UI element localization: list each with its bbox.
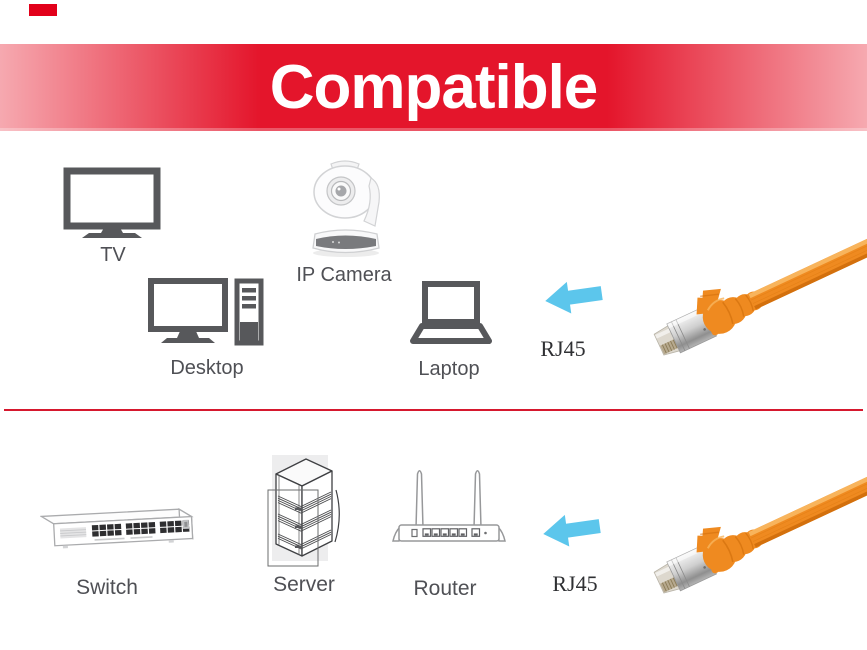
switch-icon [40, 508, 194, 549]
server-icon [267, 455, 340, 567]
arrow-left-icon [543, 514, 601, 547]
connector-label-rj45-top: RJ45 [540, 336, 586, 361]
connector-label-rj45-bottom: RJ45 [552, 571, 598, 596]
device-label-desktop: Desktop [170, 357, 244, 379]
device-label-router: Router [413, 577, 477, 600]
laptop-icon [410, 281, 492, 344]
ip-camera-icon [312, 160, 380, 257]
tv-icon [63, 167, 161, 238]
device-label-tv: TV [100, 244, 126, 266]
device-label-ip-camera: IP Camera [296, 264, 392, 286]
ethernet-cable-icon [648, 458, 867, 630]
ethernet-cable-icon [648, 220, 867, 392]
device-label-switch: Switch [76, 576, 138, 599]
arrow-left-icon [545, 281, 603, 314]
device-label-server: Server [273, 573, 335, 596]
banner-title: Compatible [269, 52, 599, 122]
device-label-laptop: Laptop [418, 358, 480, 380]
brand-logo-mark [29, 4, 57, 16]
section-divider [4, 409, 863, 411]
desktop-icon [148, 278, 264, 346]
router-icon [392, 470, 506, 542]
banner: Compatible [0, 44, 867, 131]
